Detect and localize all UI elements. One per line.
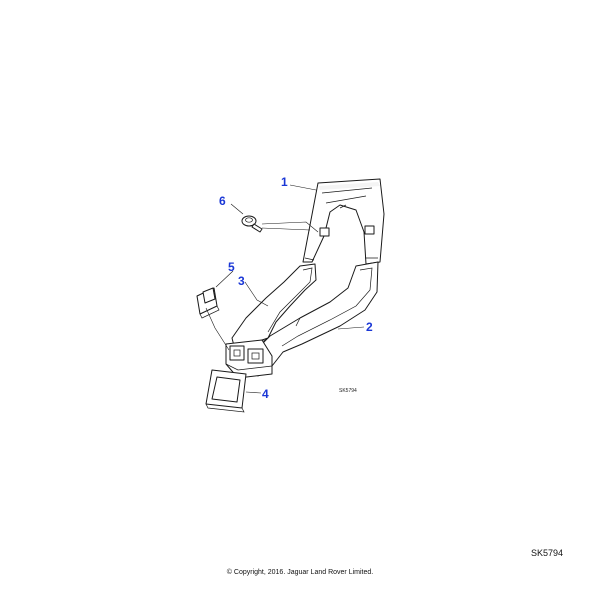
callout-1: 1 [281,175,288,189]
drawing-ref-small: SK5794 [339,388,357,394]
callout-6: 6 [219,194,226,208]
part-4-gasket-seal[interactable] [205,369,247,413]
part-6-retainer[interactable] [241,215,263,233]
drawing-ref-code: SK5794 [531,548,564,558]
callout-4: 4 [262,387,269,401]
copyright-notice: © Copyright, 2016. Jaguar Land Rover Lim… [226,569,374,576]
outlet-housing [225,339,273,379]
leader-lines [205,184,365,394]
callout-5: 5 [228,260,235,274]
callout-2: 2 [366,320,373,334]
part-5-clip[interactable] [196,287,220,319]
callout-3: 3 [238,274,245,288]
part-1-upper-duct[interactable] [302,178,385,265]
